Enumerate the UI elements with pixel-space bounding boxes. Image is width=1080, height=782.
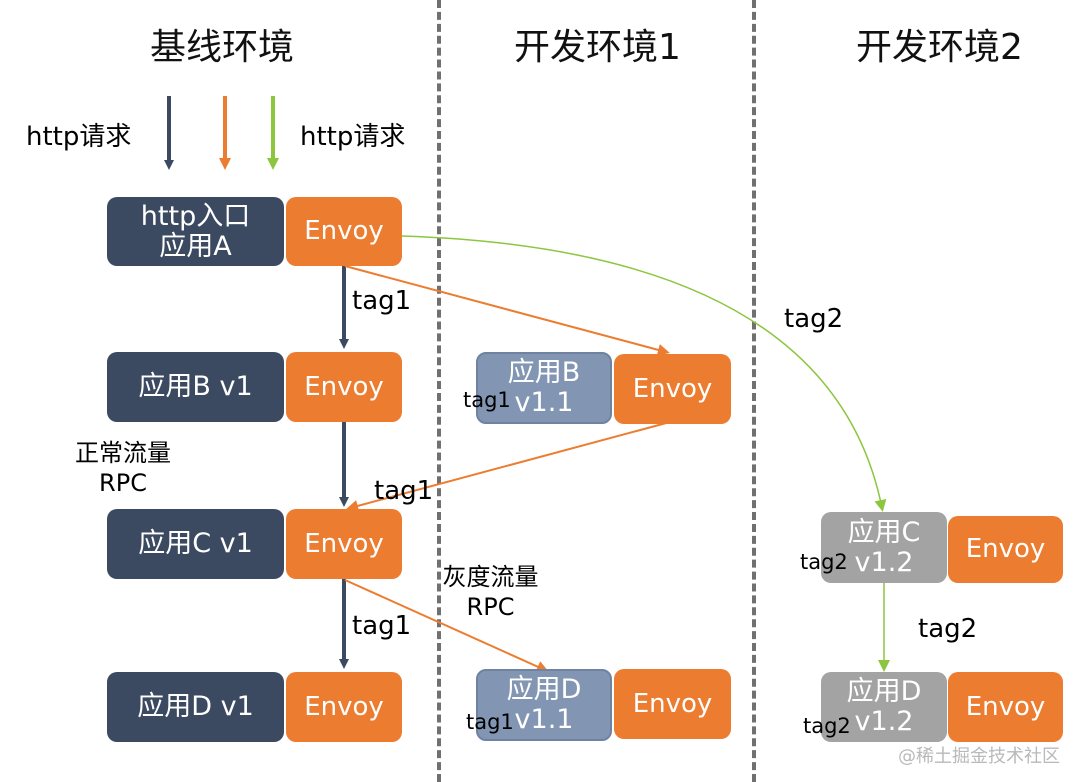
baseline-app-a: http入口 应用A <box>107 197 284 266</box>
column-title-dev1: 开发环境1 <box>514 27 681 68</box>
tag1-arrow-a-to-dev1-b <box>344 265 670 356</box>
baseline-app-c: 应用C v1 <box>107 509 284 579</box>
tag2-arrow-a-to-dev2-c <box>401 235 887 512</box>
dev1-app-b-line2: v1.1 <box>514 387 574 418</box>
dev1-tag-b: tag1 <box>463 388 511 412</box>
dev1-app-b: 应用B v1.1 <box>476 352 612 424</box>
dev1-tag-d: tag1 <box>466 710 514 734</box>
dev2-app-c: 应用C v1.2 <box>821 512 947 583</box>
watermark: @稀土掘金技术社区 <box>898 746 1060 767</box>
dev1-envoy-b: Envoy <box>614 354 731 424</box>
dev2-app-d: 应用D v1.2 <box>821 672 947 742</box>
dev2-tag-d: tag2 <box>803 714 851 738</box>
tag-label-a-to-b: tag1 <box>352 286 412 316</box>
dev2-app-c-line1: 应用C <box>847 516 921 548</box>
tag-label-c-to-d: tag1 <box>352 611 412 641</box>
tag1-arrow-c-to-dev1-d <box>344 579 549 673</box>
dev1-app-d-line1: 应用D <box>506 674 582 706</box>
normal-traffic-line1: 正常流量 <box>75 439 171 467</box>
dev1-app-b-line1: 应用B <box>507 357 581 389</box>
dev2-envoy-d: Envoy <box>948 672 1063 742</box>
baseline-envoy-d: Envoy <box>286 672 402 742</box>
dev2-app-d-line1: 应用D <box>846 676 922 708</box>
baseline-envoy-b: Envoy <box>286 352 402 422</box>
divider-dev1-dev2 <box>752 0 756 782</box>
column-title-dev2: 开发环境2 <box>856 27 1023 68</box>
baseline-app-a-line2: 应用A <box>159 230 232 262</box>
tag1-arrow-dev1-b-to-c <box>346 421 671 512</box>
tag2-route-label: tag2 <box>784 304 844 334</box>
http-request-label-right: http请求 <box>300 122 406 152</box>
baseline-app-b: 应用B v1 <box>107 352 284 422</box>
baseline-app-d: 应用D v1 <box>107 672 284 742</box>
http-request-label-left: http请求 <box>26 122 132 152</box>
tag-label-dev1-b-to-c: tag1 <box>374 476 434 506</box>
dev1-app-d-line2: v1.1 <box>514 704 574 735</box>
normal-traffic-label: 正常流量 RPC <box>68 438 178 498</box>
dev2-app-c-line2: v1.2 <box>854 546 914 578</box>
divider-baseline-dev1 <box>437 0 441 782</box>
gray-traffic-label: 灰度流量 RPC <box>428 562 553 622</box>
dev2-envoy-c: Envoy <box>948 516 1063 583</box>
baseline-envoy-a: Envoy <box>286 197 402 266</box>
gray-traffic-line1: 灰度流量 <box>442 563 539 591</box>
dev2-tag-c: tag2 <box>800 550 848 574</box>
dev2-app-d-line2: v1.2 <box>854 706 914 737</box>
column-title-baseline: 基线环境 <box>150 27 295 68</box>
normal-traffic-line2: RPC <box>99 469 147 497</box>
tag-label-dev2-c-to-d: tag2 <box>918 614 978 644</box>
gray-traffic-line2: RPC <box>466 593 515 621</box>
baseline-app-a-line1: http入口 <box>140 200 251 232</box>
dev1-envoy-d: Envoy <box>614 669 731 739</box>
dev1-app-d: 应用D v1.1 <box>476 669 612 741</box>
baseline-envoy-c: Envoy <box>286 509 402 579</box>
